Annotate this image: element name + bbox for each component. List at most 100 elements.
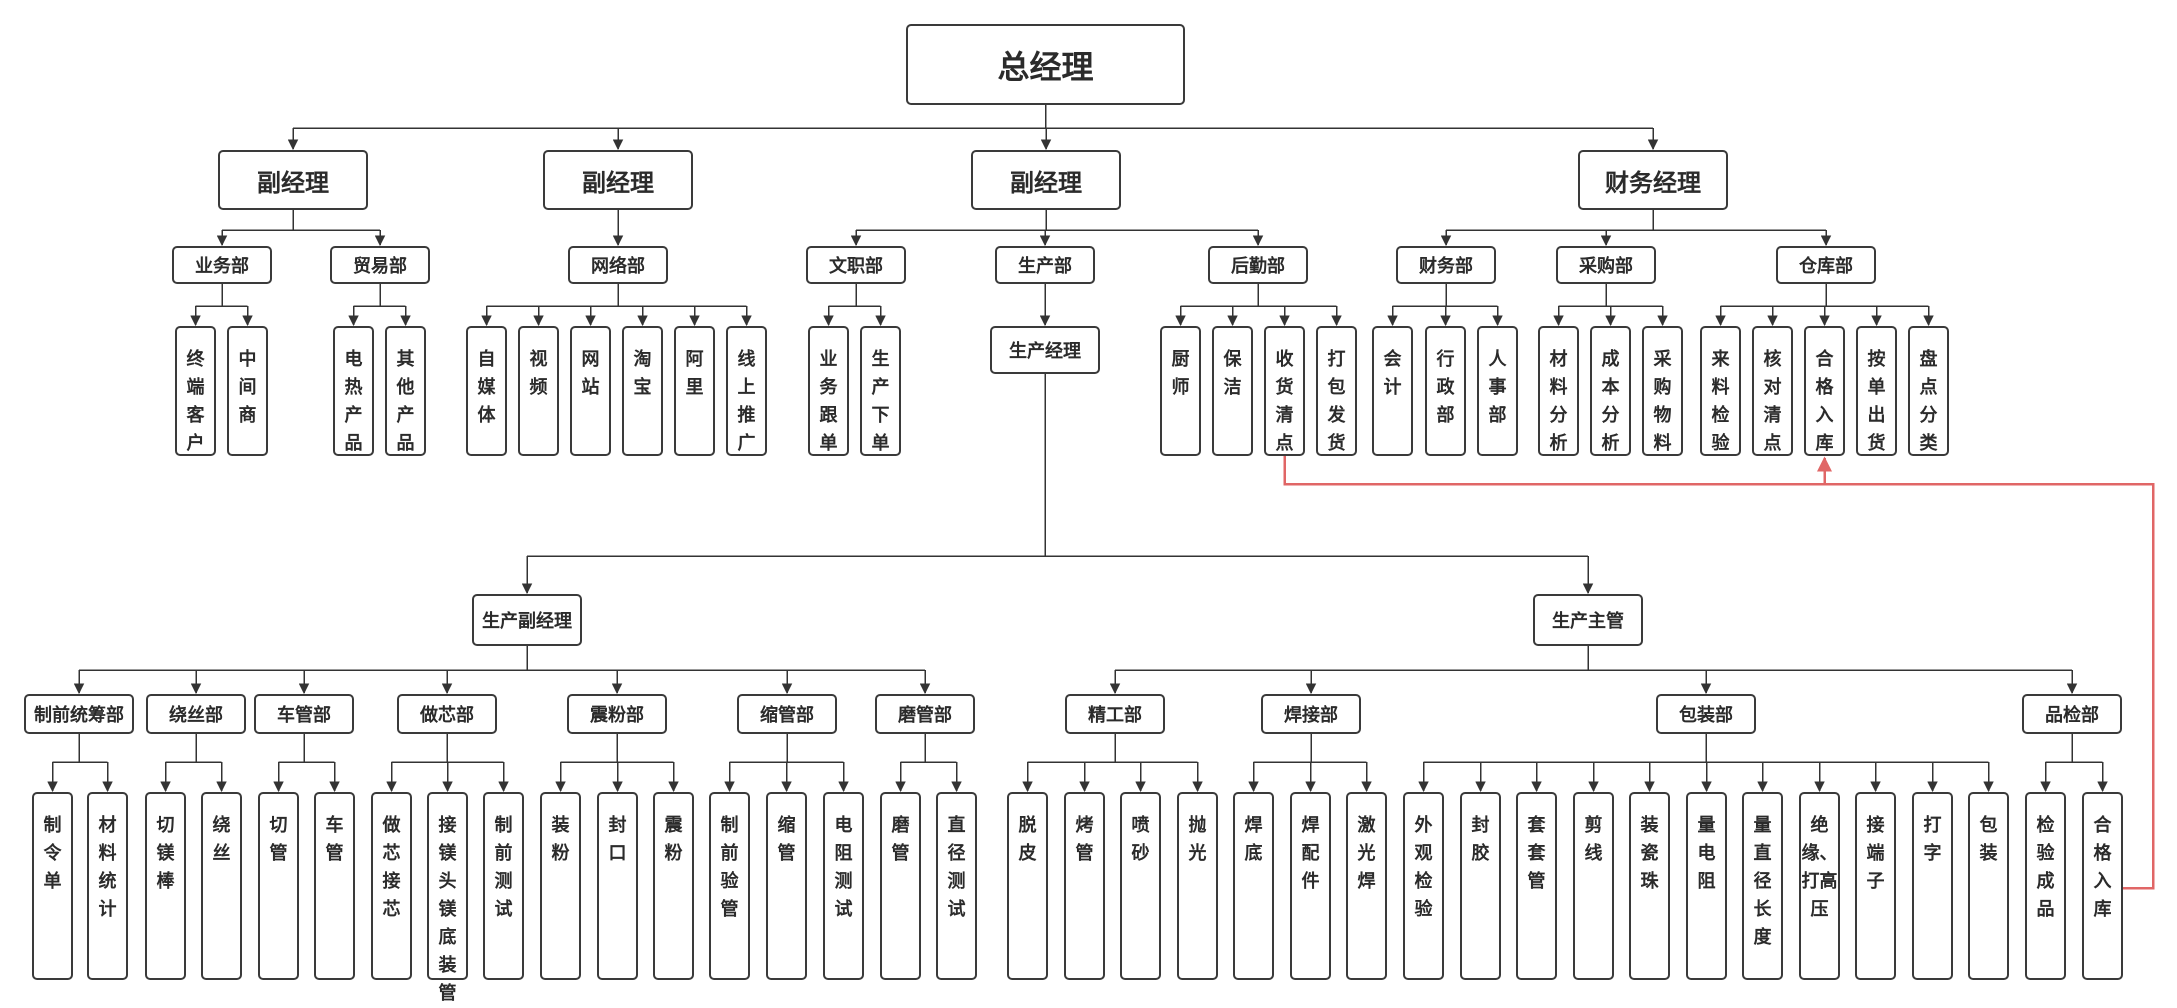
node-label: 包装部 xyxy=(1679,705,1733,726)
node-label: 精工部 xyxy=(1088,705,1142,726)
node-label: 焊接部 xyxy=(1284,705,1338,726)
node-label: 采购物料 xyxy=(1653,349,1672,454)
node-label: 文职部 xyxy=(829,256,883,277)
node-label: 制前验管 xyxy=(720,815,739,920)
node-vp1: 副经理 xyxy=(218,150,368,210)
node-t-check-count: 核对清点 xyxy=(1752,326,1793,456)
node-label: 套套管 xyxy=(1527,815,1546,892)
node-label: 激光焊 xyxy=(1357,815,1376,892)
node-label: 缩管部 xyxy=(760,705,814,726)
node-label: 震粉部 xyxy=(590,705,644,726)
node-prod-supervisor: 生产主管 xyxy=(1533,594,1643,646)
node-t-diameter-test: 直径测试 xyxy=(936,792,977,980)
node-label: 磨管 xyxy=(891,815,910,864)
node-label: 装粉 xyxy=(551,815,570,864)
node-tube: 车管部 xyxy=(254,694,354,734)
node-t-terminal: 接端子 xyxy=(1855,792,1896,980)
node-label: 业务部 xyxy=(195,256,249,277)
node-label: 量电阻 xyxy=(1697,815,1716,892)
node-label: 终端客户 xyxy=(186,349,205,454)
node-sales: 业务部 xyxy=(172,246,272,284)
node-label: 厨师 xyxy=(1171,349,1190,398)
node-label: 生产经理 xyxy=(1009,341,1081,362)
node-label: 做芯部 xyxy=(420,705,474,726)
node-label: 车管 xyxy=(325,815,344,864)
node-t-purchase-materials: 采购物料 xyxy=(1642,326,1683,456)
node-t-weld-base: 焊底 xyxy=(1233,792,1274,980)
node-label: 生产部 xyxy=(1018,256,1072,277)
highlight-connector-receiving-to-storage xyxy=(1283,456,1825,486)
node-vp3: 副经理 xyxy=(971,150,1121,210)
node-label: 绕丝部 xyxy=(169,705,223,726)
node-label: 封胶 xyxy=(1471,815,1490,864)
node-t-terminal-client: 终端客户 xyxy=(175,326,216,456)
node-label: 直径测试 xyxy=(947,815,966,920)
node-label: 成本分析 xyxy=(1601,349,1620,454)
node-t-grind-tube: 磨管 xyxy=(880,792,921,980)
node-label: 按单出货 xyxy=(1867,349,1886,454)
node-finishing: 精工部 xyxy=(1065,694,1165,734)
node-t-seal-glue: 封胶 xyxy=(1460,792,1501,980)
node-label: 接镁头镁底装管 xyxy=(438,815,457,1004)
node-t-cost-analysis: 成本分析 xyxy=(1590,326,1631,456)
node-label: 做芯接芯 xyxy=(382,815,401,920)
node-logistics: 后勤部 xyxy=(1208,246,1308,284)
node-label: 核对清点 xyxy=(1763,349,1782,454)
node-label: 检验成品 xyxy=(2036,815,2055,920)
node-label: 淘宝 xyxy=(633,349,652,398)
node-label: 封口 xyxy=(608,815,627,864)
node-t-ceramic-bead: 装瓷珠 xyxy=(1629,792,1670,980)
node-t-incoming-inspection: 来料检验 xyxy=(1700,326,1741,456)
node-t-measure-diam: 量直径长度 xyxy=(1742,792,1783,980)
node-label: 磨管部 xyxy=(898,705,952,726)
node-label: 合格入库 xyxy=(1815,349,1834,454)
node-t-sleeve-tube: 套套管 xyxy=(1516,792,1557,980)
node-grind: 磨管部 xyxy=(875,694,975,734)
node-t-qc-storage: 合格入库 xyxy=(2082,792,2123,980)
node-label: 保洁 xyxy=(1223,349,1242,398)
node-t-shrink-tube: 缩管 xyxy=(766,792,807,980)
node-production-manager: 生产经理 xyxy=(990,326,1100,374)
node-label: 财务部 xyxy=(1419,256,1473,277)
node-purchasing: 采购部 xyxy=(1556,246,1656,284)
node-label: 喷砂 xyxy=(1131,815,1150,864)
node-t-laser-weld: 激光焊 xyxy=(1346,792,1387,980)
node-t-package: 包装 xyxy=(1968,792,2009,980)
node-t-pack-ship: 打包发货 xyxy=(1316,326,1357,456)
node-label: 打字 xyxy=(1923,815,1942,864)
node-t-make-order: 制令单 xyxy=(32,792,73,980)
node-t-order-follow: 业务跟单 xyxy=(808,326,849,456)
node-t-hr: 人事部 xyxy=(1477,326,1518,456)
node-t-chef: 厨师 xyxy=(1160,326,1201,456)
node-t-insulation-hv: 绝缘、打高压 xyxy=(1799,792,1840,980)
node-label: 网站 xyxy=(581,349,600,398)
node-warehouse: 仓库部 xyxy=(1776,246,1876,284)
node-label: 行政部 xyxy=(1436,349,1455,426)
node-label: 网络部 xyxy=(591,256,645,277)
node-label: 总经理 xyxy=(997,47,1094,86)
node-label: 焊配件 xyxy=(1301,815,1320,892)
node-t-peel: 脱皮 xyxy=(1007,792,1048,980)
node-t-visual-inspect: 外观检验 xyxy=(1403,792,1444,980)
node-label: 绝缘、打高压 xyxy=(1801,815,1838,920)
node-label: 后勤部 xyxy=(1231,256,1285,277)
node-label: 剪线 xyxy=(1584,815,1603,864)
node-label: 自媒体 xyxy=(477,349,496,426)
node-t-vibrate-powder: 震粉 xyxy=(653,792,694,980)
node-t-taobao: 淘宝 xyxy=(622,326,663,456)
node-packing: 包装部 xyxy=(1656,694,1756,734)
node-label: 包装 xyxy=(1979,815,1998,864)
node-label: 人事部 xyxy=(1488,349,1507,426)
node-production: 生产部 xyxy=(995,246,1095,284)
node-label: 来料检验 xyxy=(1711,349,1730,454)
node-t-polish: 抛光 xyxy=(1177,792,1218,980)
node-label: 阿里 xyxy=(685,349,704,398)
node-label: 盘点分类 xyxy=(1919,349,1938,454)
node-t-mg-head-base: 接镁头镁底装管 xyxy=(427,792,468,1004)
node-t-turn-tube: 车管 xyxy=(314,792,355,980)
node-t-material-stats: 材料统计 xyxy=(87,792,128,980)
node-t-electric-heat: 电热产品 xyxy=(333,326,374,456)
node-label: 品检部 xyxy=(2045,705,2099,726)
node-t-resistance-test: 电阻测试 xyxy=(823,792,864,980)
